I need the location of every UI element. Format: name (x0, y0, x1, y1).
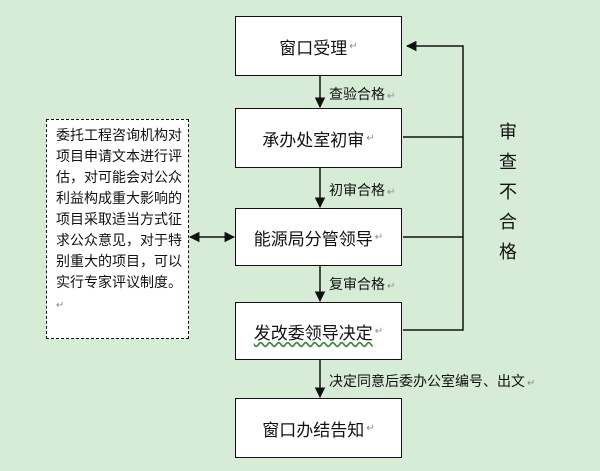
node-commission-decision-label: 发改委领导决定 (253, 323, 373, 344)
edge-final-step: 决定同意后委办公室编号、出文↵ (329, 374, 536, 390)
node-window-accept-label: 窗口受理 (279, 38, 348, 59)
edge-recheck-pass: 复审合格↵ (329, 277, 396, 293)
side-note: 委托工程咨询机构对项目申请文本进行评估，对可能会对公众利益构成重大影响的项目采取… (46, 119, 189, 339)
loop-line (403, 40, 464, 138)
loop-line-decision (403, 137, 464, 331)
node-window-accept: 窗口受理↵ (235, 16, 402, 76)
node-commission-decision: 发改委领导决定↵ (235, 302, 402, 360)
node-window-notify-label: 窗口办结告知 (262, 420, 365, 441)
side-note-text: 委托工程咨询机构对项目申请文本进行评估，对可能会对公众利益构成重大影响的项目采取… (56, 128, 182, 291)
edge-initial-pass: 初审合格↵ (329, 183, 396, 199)
node-energy-bureau: 能源局分管领导↵ (235, 208, 402, 266)
node-energy-bureau-label: 能源局分管领导 (253, 229, 373, 250)
loop-label: 审查不合格 (499, 122, 517, 263)
node-office-review: 承办处室初审↵ (235, 108, 402, 168)
node-window-notify: 窗口办结告知↵ (235, 398, 402, 458)
edge-check-pass: 查验合格↵ (329, 87, 396, 103)
node-office-review-label: 承办处室初审 (262, 130, 365, 151)
